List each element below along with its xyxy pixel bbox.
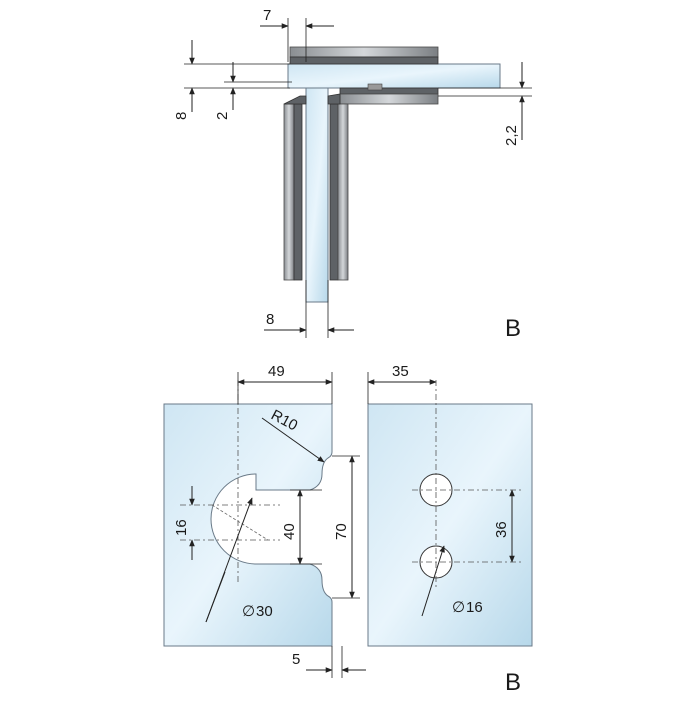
screw-detail <box>367 83 383 91</box>
dim-spacing-36-label: 36 <box>493 521 510 538</box>
clamp-bottom-plate <box>339 93 439 105</box>
vertical-glass-panel <box>305 87 329 303</box>
clamp-right-gasket <box>329 103 339 281</box>
dim-right-offset-label: 2,2 <box>503 125 520 146</box>
clamp-left-plate <box>283 103 295 281</box>
dim-slot-16-label: 16 <box>173 519 190 536</box>
bottom-view-label: B <box>505 669 521 696</box>
clamp-top-plate <box>289 46 439 58</box>
dim-left-inner-label: 2 <box>214 112 231 120</box>
dim-height-70-label: 70 <box>333 523 350 540</box>
dim-cutout-40-label: 40 <box>281 523 298 540</box>
top-view-label: B <box>505 315 521 342</box>
dim-offset-35-label: 35 <box>392 363 409 380</box>
corner-left <box>283 95 307 105</box>
clamp-left-gasket <box>293 103 303 281</box>
dim-gap-5-label: 5 <box>292 651 300 668</box>
bottom-view: 49 R10 16 40 70 ∅ 30 5 35 <box>163 363 533 696</box>
dim-diameter-30-symbol: ∅ <box>242 603 255 620</box>
clamp-top-gasket <box>289 56 439 65</box>
dim-left-outer-label: 8 <box>173 112 190 120</box>
dim-diameter-30-label: 30 <box>256 603 273 620</box>
dim-49-label: 49 <box>268 363 285 380</box>
right-glass-panel <box>367 403 533 647</box>
corner-right <box>327 93 341 105</box>
horizontal-glass-panel <box>287 63 501 89</box>
clamp-bottom-gasket <box>339 87 439 95</box>
dim-top-width-label: 7 <box>263 7 271 24</box>
dim-diameter-16-symbol: ∅ <box>452 599 465 616</box>
top-view: 7 8 2 2,2 8 B <box>173 7 532 342</box>
dim-bottom-width-label: 8 <box>266 311 274 328</box>
clamp-right-plate <box>337 103 349 281</box>
dim-diameter-16-label: 16 <box>466 599 483 616</box>
